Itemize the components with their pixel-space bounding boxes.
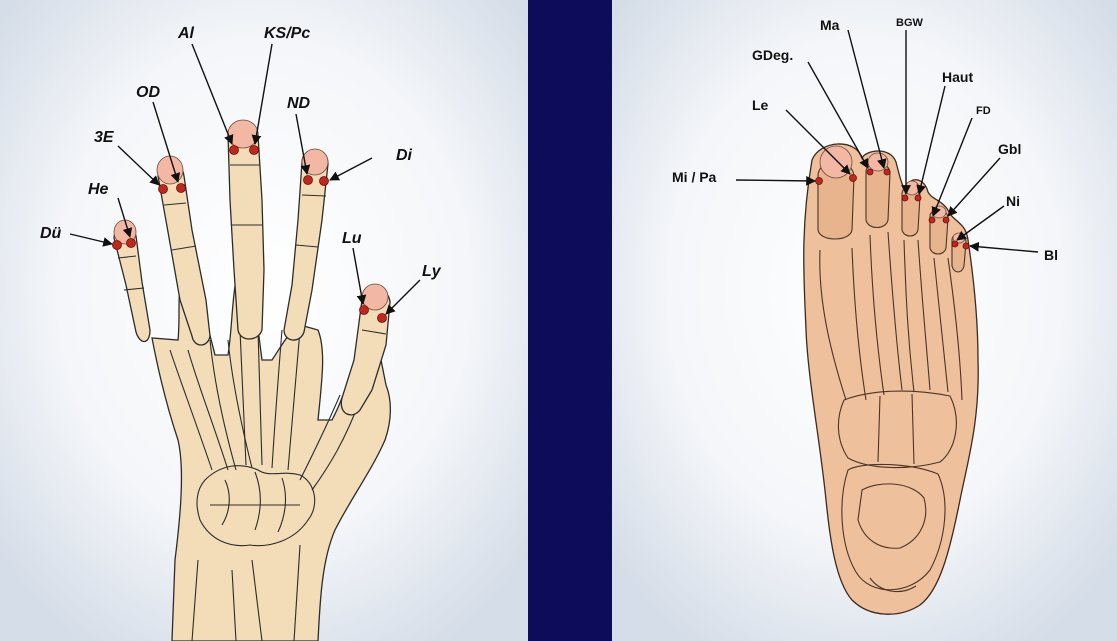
panel-divider — [528, 0, 612, 641]
point-al — [230, 146, 239, 155]
label-fd: FD — [976, 105, 991, 117]
point-bl — [963, 243, 969, 249]
point-od — [177, 184, 186, 193]
point-gdeg — [867, 169, 873, 175]
point-ks-pc — [250, 146, 259, 155]
label-du: Dü — [40, 225, 62, 242]
point-du — [113, 241, 122, 250]
label-gdeg: GDeg. — [752, 47, 793, 63]
label-haut: Haut — [942, 69, 973, 85]
point-3e — [159, 185, 168, 194]
point-haut — [915, 195, 921, 201]
label-ma: Ma — [820, 17, 840, 33]
point-bgw — [902, 195, 908, 201]
label-di: Di — [396, 147, 413, 164]
point-gbl — [943, 217, 949, 223]
label-al: Al — [177, 25, 195, 42]
point-le — [850, 175, 857, 182]
label-gbl: Gbl — [998, 141, 1021, 157]
label-3e: 3E — [94, 129, 115, 146]
point-ly — [378, 314, 387, 323]
label-bl: Bl — [1044, 247, 1058, 263]
label-he: He — [88, 181, 109, 198]
label-od: OD — [136, 84, 160, 101]
label-mi-pa: Mi / Pa — [672, 169, 717, 185]
point-lu — [360, 306, 369, 315]
point-he — [127, 239, 136, 248]
point-ma — [884, 169, 890, 175]
label-ni: Ni — [1006, 193, 1020, 209]
label-lu: Lu — [342, 230, 362, 247]
point-di — [320, 177, 329, 186]
point-nd — [304, 176, 313, 185]
point-ni — [952, 241, 958, 247]
point-fd — [929, 217, 935, 223]
label-nd: ND — [287, 95, 311, 112]
label-ks-pc: KS/Pc — [264, 25, 310, 42]
point-mi-pa — [816, 178, 823, 185]
label-ly: Ly — [422, 263, 442, 280]
label-bgw: BGW — [896, 17, 924, 29]
label-le: Le — [752, 97, 769, 113]
